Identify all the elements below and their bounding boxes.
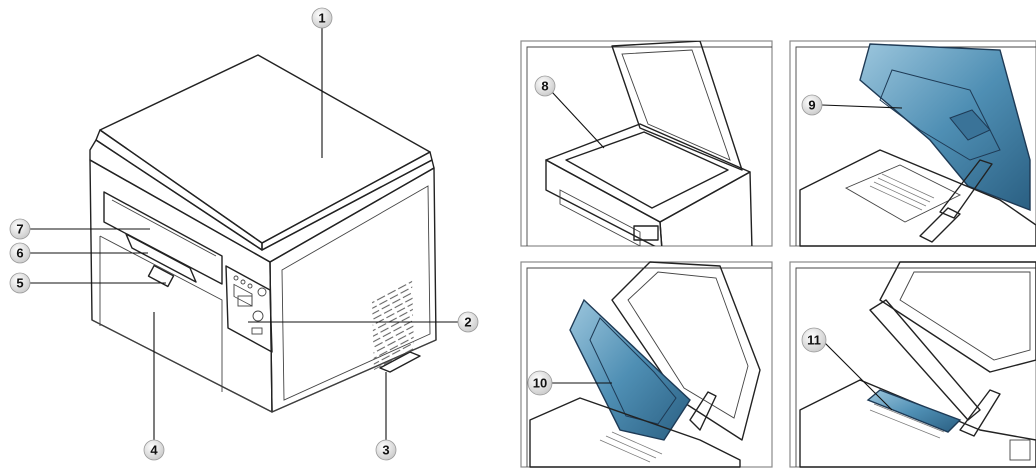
callout-8: 8 [534,75,556,97]
output-support [125,233,197,283]
svg-text:11: 11 [807,333,821,348]
svg-text:3: 3 [382,443,389,458]
front-face [89,159,273,413]
callout-6: 6 [9,242,31,264]
control-panel-button [252,310,264,322]
callout-5: 5 [9,272,31,294]
svg-text:10: 10 [533,376,547,391]
panel-scanner-glass [520,40,773,247]
control-panel [225,265,273,353]
svg-text:1: 1 [318,11,325,26]
callout-9: 9 [801,94,823,116]
svg-text:5: 5 [16,276,23,291]
panel-toner-cartridge [789,261,1036,468]
printer-main-view [89,54,437,413]
callout-1: 1 [311,7,333,29]
svg-text:4: 4 [150,443,158,458]
inner-cover-blue [569,298,691,441]
panel-inner-cover [520,261,773,468]
scanner-lid-blue [859,43,1031,212]
callout-7: 7 [9,218,31,240]
svg-text:9: 9 [808,98,815,113]
scanner-lid [99,54,431,244]
callout-11: 11 [801,327,827,353]
svg-text:6: 6 [16,246,23,261]
callout-10: 10 [527,370,553,396]
side-vent [372,278,414,370]
callout-4: 4 [143,439,165,461]
panel-control-cover [789,40,1036,247]
scanner-glass [565,131,729,209]
callout-2: 2 [457,311,479,333]
svg-text:8: 8 [541,79,548,94]
svg-text:7: 7 [16,222,23,237]
leader-lines [30,28,903,440]
front-handle [147,264,175,288]
output-tray-slot [103,191,223,285]
svg-text:2: 2 [464,315,471,330]
callout-3: 3 [375,439,397,461]
